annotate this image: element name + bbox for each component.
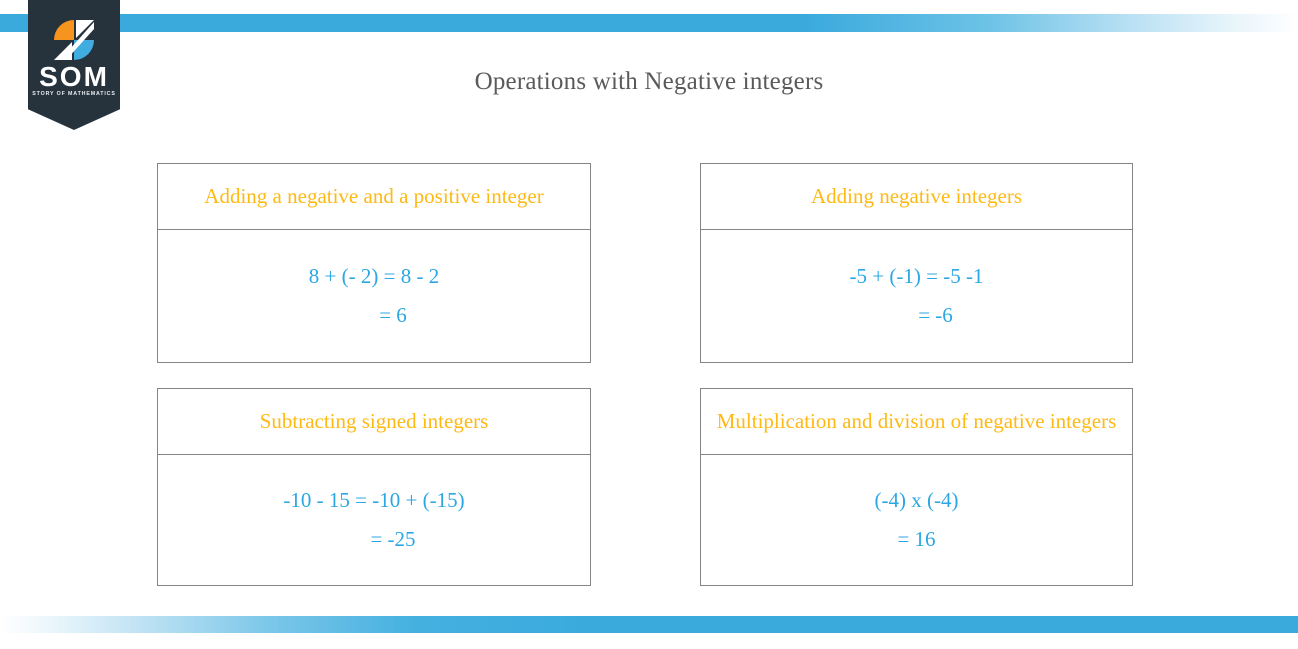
- card-multiplication-division-negative: Multiplication and division of negative …: [700, 388, 1133, 586]
- card-body: 8 + (- 2) = 8 - 2 = 6: [158, 230, 590, 362]
- card-adding-negative-and-positive: Adding a negative and a positive integer…: [157, 163, 591, 363]
- expression-line: 8 + (- 2) = 8 - 2: [308, 264, 440, 288]
- card-adding-negative-integers: Adding negative integers -5 + (-1) = -5 …: [700, 163, 1133, 363]
- som-logo-icon: [54, 20, 94, 60]
- som-tagline: STORY OF MATHEMATICS: [32, 91, 116, 97]
- som-wordmark: SOM: [39, 61, 109, 92]
- card-subtracting-signed-integers: Subtracting signed integers -10 - 15 = -…: [157, 388, 591, 586]
- card-title: Subtracting signed integers: [158, 389, 590, 455]
- expression-line: (-4) x (-4): [874, 488, 959, 512]
- expression-line: -10 - 15 = -10 + (-15): [283, 488, 465, 512]
- expression-result: = 16: [897, 527, 936, 551]
- card-body: -10 - 15 = -10 + (-15) = -25: [158, 455, 590, 585]
- page-title: Operations with Negative integers: [474, 68, 824, 95]
- concept-card-grid: Adding a negative and a positive integer…: [157, 163, 1133, 586]
- top-accent-bar: [0, 14, 1298, 32]
- card-body: (-4) x (-4) = 16: [701, 455, 1132, 585]
- expression-result: = 6: [379, 303, 407, 327]
- som-logo-badge: SOM STORY OF MATHEMATICS: [28, 0, 120, 130]
- card-title: Multiplication and division of negative …: [701, 389, 1132, 455]
- card-title: Adding a negative and a positive integer: [158, 164, 590, 230]
- card-body: -5 + (-1) = -5 -1 = -6: [701, 230, 1132, 362]
- card-title: Adding negative integers: [701, 164, 1132, 230]
- expression-line: -5 + (-1) = -5 -1: [849, 264, 984, 288]
- bottom-accent-bar: [0, 616, 1298, 633]
- expression-result: = -6: [918, 303, 953, 327]
- expression-result: = -25: [370, 527, 416, 551]
